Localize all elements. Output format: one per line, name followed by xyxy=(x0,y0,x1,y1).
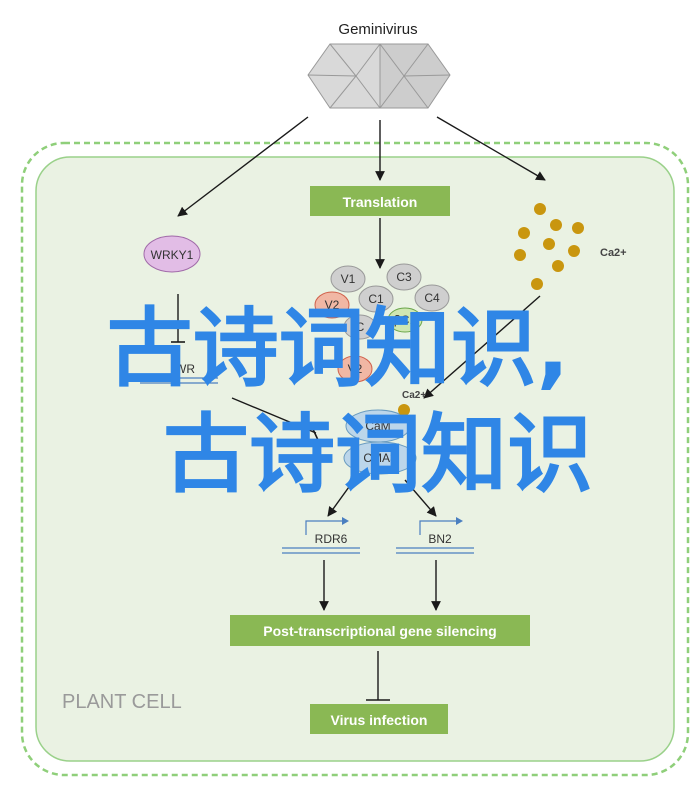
translation-box xyxy=(310,186,450,216)
rdr6-gene: RDR6 xyxy=(282,517,360,554)
wrky1-label: WRKY1 xyxy=(151,248,194,262)
svg-text:C: C xyxy=(356,320,365,334)
bn2-gene: BN2 xyxy=(396,517,474,554)
viral-protein-cluster: V1 C3 V2 C1 C4 C βC1 V2 xyxy=(314,263,450,383)
virus-infection-box xyxy=(310,704,448,734)
overlay-watermark-line1: 古诗词知识, xyxy=(106,299,570,399)
cma3-label: CMA3 xyxy=(363,451,397,465)
svg-text:C3: C3 xyxy=(396,270,412,284)
cma3-protein xyxy=(343,441,417,475)
virus-title: Geminivirus xyxy=(338,21,417,38)
ptgs-label: Post-transcriptional gene silencing xyxy=(263,623,496,639)
svg-text:V2: V2 xyxy=(348,362,363,376)
svg-text:βC1: βC1 xyxy=(394,313,417,327)
calcium-label-small: Ca2+ xyxy=(402,390,426,401)
plant-cell-label: PLANT CELL xyxy=(62,691,182,713)
svg-text:C4: C4 xyxy=(424,291,440,305)
svg-text:V2: V2 xyxy=(325,298,340,312)
calcium-ion-small xyxy=(398,404,410,416)
wrky-gene-label: WR xyxy=(175,362,195,376)
calcium-cluster xyxy=(514,203,584,290)
cam-label: CaM xyxy=(365,419,390,433)
svg-text:RDR6: RDR6 xyxy=(315,532,348,546)
svg-text:BN2: BN2 xyxy=(428,532,452,546)
svg-text:V1: V1 xyxy=(341,272,356,286)
calcium-label: Ca2+ xyxy=(600,247,627,259)
plant-cell-outer xyxy=(20,141,690,777)
ptgs-box xyxy=(230,615,530,646)
svg-text:C1: C1 xyxy=(368,292,384,306)
wrky1-protein xyxy=(143,235,201,273)
virus-infection-label: Virus infection xyxy=(331,712,428,728)
geminivirus-particle xyxy=(307,43,451,109)
overlay-watermark-line2: 古诗词知识 xyxy=(163,405,593,505)
translation-label: Translation xyxy=(343,194,418,210)
